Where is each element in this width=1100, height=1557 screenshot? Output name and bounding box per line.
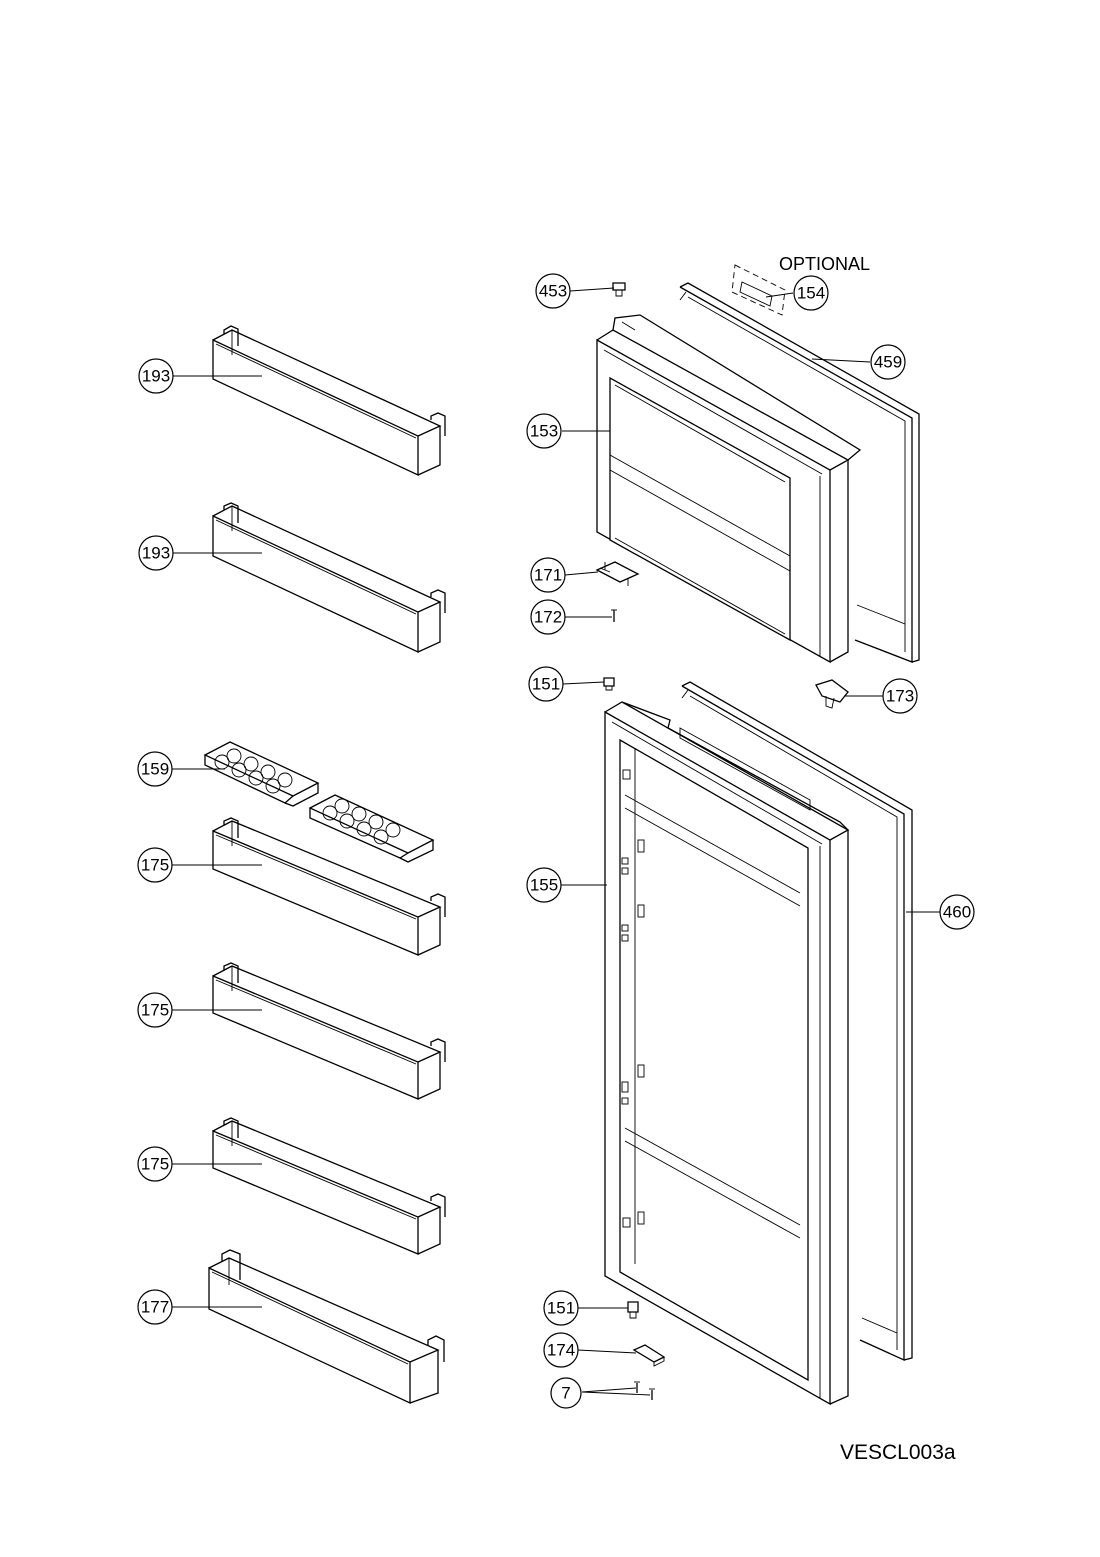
screws-7	[634, 1381, 655, 1400]
door-stop-173	[815, 679, 849, 709]
svg-text:175: 175	[141, 1155, 169, 1174]
callout-175-c: 175	[137, 1146, 173, 1182]
freezer-door-153	[596, 314, 862, 664]
callout-453: 453	[535, 273, 571, 309]
callout-175-b: 175	[137, 992, 173, 1028]
callout-7: 7	[550, 1377, 582, 1409]
callout-154: 154	[793, 275, 829, 311]
middle-hinge-171	[595, 561, 640, 586]
door-shelf-175-a	[212, 817, 446, 956]
optional-part-154-outline	[731, 264, 786, 316]
callout-153: 153	[526, 413, 562, 449]
fridge-door-gasket-460	[681, 681, 913, 1362]
fridge-door-155	[604, 701, 850, 1406]
svg-text:153: 153	[530, 422, 558, 441]
door-shelf-177	[208, 1249, 445, 1405]
drawing-code: VESCL003a	[840, 1441, 956, 1464]
door-shelf-175-b	[212, 962, 446, 1100]
callout-175-a: 175	[137, 847, 173, 883]
svg-text:175: 175	[141, 856, 169, 875]
svg-text:171: 171	[534, 566, 562, 585]
callout-171: 171	[530, 557, 566, 593]
svg-text:155: 155	[530, 876, 558, 895]
optional-label: OPTIONAL	[779, 254, 870, 274]
leader-lines	[172, 287, 940, 1396]
svg-text:151: 151	[547, 1299, 575, 1318]
hinge-bushing-453	[612, 282, 626, 297]
svg-text:193: 193	[142, 544, 170, 563]
door-shelf-193-lower	[212, 502, 446, 654]
svg-text:172: 172	[534, 608, 562, 627]
svg-text:453: 453	[539, 282, 567, 301]
callout-177: 177	[137, 1289, 173, 1325]
svg-text:175: 175	[141, 1001, 169, 1020]
svg-text:159: 159	[141, 760, 169, 779]
callout-151-lower: 151	[543, 1290, 579, 1326]
svg-text:193: 193	[142, 367, 170, 386]
callout-159: 159	[137, 751, 173, 787]
callout-155: 155	[526, 867, 562, 903]
svg-text:174: 174	[547, 1341, 575, 1360]
svg-text:151: 151	[532, 675, 560, 694]
egg-tray-159	[203, 741, 435, 863]
svg-text:7: 7	[561, 1384, 570, 1403]
callout-193-lower: 193	[138, 535, 174, 571]
screw-172	[611, 609, 617, 622]
bottom-hinge-174	[632, 1344, 666, 1367]
callout-151-upper: 151	[528, 666, 564, 702]
svg-text:459: 459	[874, 353, 902, 372]
callout-172: 172	[530, 599, 566, 635]
door-shelf-193-upper	[212, 325, 446, 477]
hinge-bushing-151-upper	[603, 677, 615, 691]
callout-460: 460	[939, 894, 975, 930]
svg-text:154: 154	[797, 284, 825, 303]
door-shelf-175-c	[212, 1117, 446, 1255]
freezer-door-gasket-459	[679, 282, 920, 663]
callout-193-upper: 193	[138, 358, 174, 394]
svg-text:460: 460	[943, 903, 971, 922]
svg-text:173: 173	[886, 687, 914, 706]
callout-174: 174	[543, 1332, 579, 1368]
hinge-bushing-151-lower	[627, 1301, 639, 1319]
svg-text:177: 177	[141, 1298, 169, 1317]
callout-459: 459	[870, 344, 906, 380]
callout-173: 173	[882, 678, 918, 714]
